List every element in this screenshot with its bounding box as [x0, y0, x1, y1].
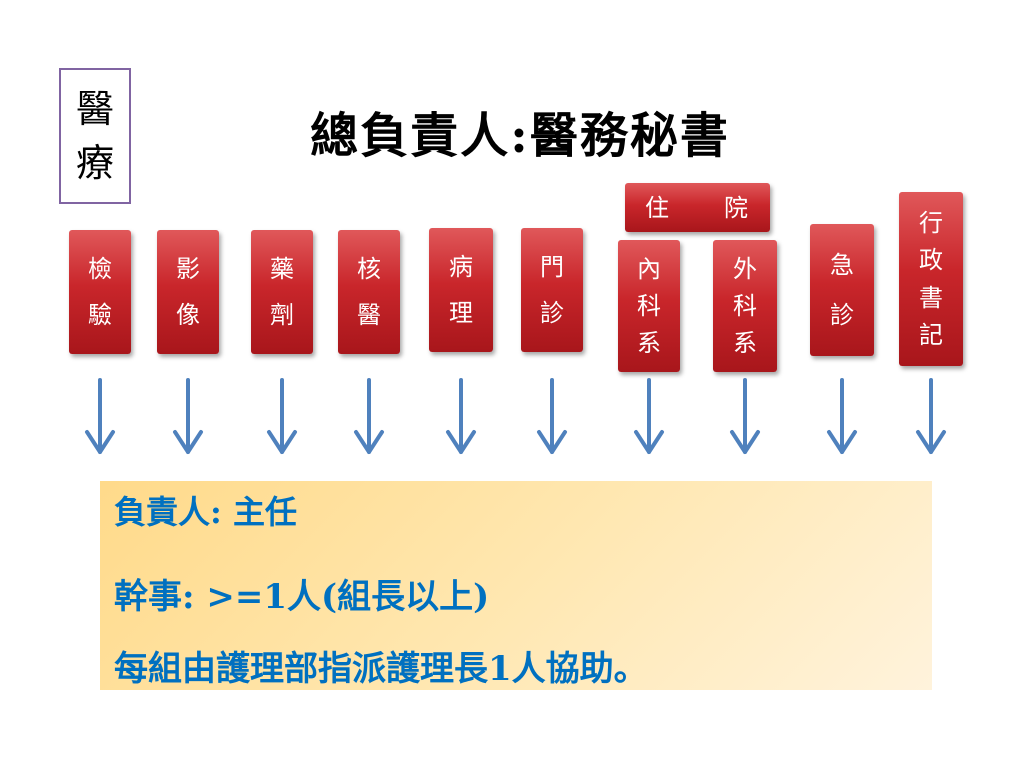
down-arrow-icon	[173, 378, 203, 454]
down-arrow-icon	[446, 378, 476, 454]
unit-char: 醫	[357, 301, 381, 330]
unit-char: 核	[357, 254, 381, 283]
inpatient-char-1: 住	[645, 193, 669, 222]
unit-char: 政	[919, 246, 943, 275]
down-arrow-icon	[354, 378, 384, 454]
unit-char: 門	[540, 252, 564, 281]
unit-char: 藥	[270, 254, 294, 283]
unit-box-pathology: 病 理	[429, 228, 493, 352]
unit-char: 急	[830, 251, 854, 280]
unit-char: 檢	[88, 254, 112, 283]
info-box: 負責人: 主任 幹事: >=1人(組長以上) 每組由護理部指派護理長1人協助。	[100, 481, 932, 690]
unit-char: 診	[540, 299, 564, 328]
unit-char: 病	[449, 252, 473, 281]
unit-box-pharmacy: 藥 劑	[251, 230, 313, 354]
down-arrow-icon	[537, 378, 567, 454]
unit-char: 科	[733, 292, 757, 320]
inpatient-header-box: 住 院	[625, 183, 770, 232]
unit-box-internal-medicine: 內 科 系	[618, 240, 680, 372]
side-label-box: 醫 療	[59, 68, 131, 204]
down-arrow-icon	[730, 378, 760, 454]
unit-char: 系	[637, 329, 661, 357]
unit-char: 書	[919, 283, 943, 312]
unit-char: 內	[637, 255, 661, 283]
unit-char: 驗	[88, 301, 112, 330]
unit-char: 科	[637, 292, 661, 320]
unit-char: 行	[919, 209, 943, 238]
info-line-nursing: 每組由護理部指派護理長1人協助。	[114, 649, 648, 689]
page-title: 總負責人:醫務秘書	[310, 108, 730, 164]
inpatient-char-2: 院	[724, 193, 748, 222]
unit-box-surgery: 外 科 系	[713, 240, 777, 372]
unit-box-emergency: 急 診	[810, 224, 874, 356]
unit-char: 像	[176, 301, 200, 330]
unit-box-inspection: 檢 驗	[69, 230, 131, 354]
unit-box-outpatient: 門 診	[521, 228, 583, 352]
unit-box-nuclear-medicine: 核 醫	[338, 230, 400, 354]
down-arrow-icon	[634, 378, 664, 454]
unit-box-admin-secretary: 行 政 書 記	[899, 192, 963, 366]
unit-char: 理	[449, 299, 473, 328]
unit-char: 影	[176, 254, 200, 283]
side-label-char-2: 療	[75, 141, 114, 185]
unit-char: 系	[733, 329, 757, 357]
unit-char: 診	[830, 300, 854, 329]
side-label-char-1: 醫	[75, 87, 114, 131]
info-line-director: 負責人: 主任	[114, 493, 297, 531]
down-arrow-icon	[916, 378, 946, 454]
info-line-officer: 幹事: >=1人(組長以上)	[114, 577, 490, 617]
down-arrow-icon	[85, 378, 115, 454]
unit-char: 外	[733, 255, 757, 283]
unit-char: 劑	[270, 301, 294, 330]
unit-char: 記	[919, 320, 943, 349]
unit-box-imaging: 影 像	[157, 230, 219, 354]
down-arrow-icon	[267, 378, 297, 454]
down-arrow-icon	[827, 378, 857, 454]
